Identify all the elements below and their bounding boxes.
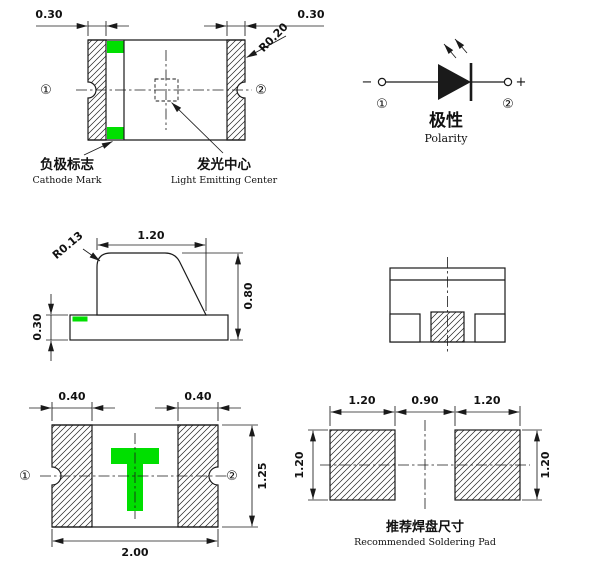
- side-view-base: [69, 314, 229, 341]
- dim-label: 1.20: [539, 451, 552, 478]
- light-center-label-cn: 发光中心: [196, 156, 251, 173]
- pin2-label: ②: [226, 469, 238, 484]
- side-view: 1.20 R0.13 0.80 0.30: [31, 229, 255, 361]
- dim-right-pad: 0.40: [155, 390, 241, 421]
- end-view-right-pad: [474, 313, 506, 343]
- lens-radius-callout: R0.13: [50, 229, 101, 262]
- bottom-left-pad-hatch: [51, 424, 93, 528]
- cathode-mark-label-cn: 负极标志: [40, 156, 94, 173]
- light-emission-arrow-2: [454, 38, 468, 54]
- top-view: 0.30 0.30 R0.20 ① ② 负极标志 Cathode Mark 发光…: [32, 8, 324, 186]
- minus-sign: −: [362, 75, 373, 90]
- terminal-2-node: [503, 77, 513, 87]
- pin2-label: ②: [255, 83, 267, 98]
- bottom-view: ① ② 0.40 0.40 1.25 2.00: [19, 390, 269, 559]
- cathode-mark-callout: 负极标志 Cathode Mark: [32, 141, 113, 186]
- dim-label: 1.25: [256, 462, 269, 489]
- pin2-label: ②: [502, 97, 514, 112]
- dim-label: 0.40: [58, 390, 85, 403]
- dim-label-right-width: 1.20: [473, 394, 500, 407]
- dim-label-left-width: 1.20: [348, 394, 375, 407]
- dim-label: 0.80: [242, 282, 255, 309]
- dim-label-gap: 0.90: [411, 394, 438, 407]
- dim-lens-width: 1.20: [96, 229, 207, 311]
- solder-pad-title-en: Recommended Soldering Pad: [354, 537, 496, 548]
- side-view-cathode-mark: [72, 316, 88, 322]
- dim-label: 0.30: [35, 8, 62, 21]
- dim-left-pad: 0.40: [29, 390, 115, 421]
- cathode-mark-top: [107, 41, 124, 53]
- dim-top-right-cap: 0.30: [204, 8, 325, 36]
- dim-base-thickness: 0.30: [31, 294, 68, 361]
- dim-label: 2.00: [121, 546, 148, 559]
- dim-label: 0.30: [31, 313, 44, 340]
- radius-label: R0.13: [50, 229, 86, 262]
- pin1-label: ①: [19, 469, 31, 484]
- dim-total-height: 0.80: [182, 252, 255, 341]
- plus-sign: +: [516, 75, 527, 90]
- dim-label: 0.30: [297, 8, 324, 21]
- dim-pad-widths: 1.20 0.90 1.20: [329, 394, 521, 426]
- terminal-1-node: [377, 77, 387, 87]
- pin1-label: ①: [376, 97, 388, 112]
- dim-body-width: 2.00: [51, 529, 219, 559]
- polarity-diagram: − + ① ② 极性 Polarity: [362, 38, 527, 145]
- pin1-label: ①: [40, 83, 52, 98]
- polarity-title-en: Polarity: [424, 132, 468, 145]
- dim-label: 0.40: [184, 390, 211, 403]
- dim-left-pad-height: 1.20: [293, 429, 328, 501]
- polarity-title-cn: 极性: [429, 110, 463, 131]
- dim-body-height: 1.25: [222, 424, 269, 528]
- radius-label: R0.20: [256, 20, 291, 55]
- dim-top-left-cap: 0.30: [35, 8, 129, 36]
- cathode-mark-label-en: Cathode Mark: [32, 175, 101, 186]
- dim-label: 1.20: [293, 451, 306, 478]
- dim-right-pad-height: 1.20: [522, 429, 552, 501]
- light-center-label-en: Light Emitting Center: [171, 175, 278, 186]
- end-view: [389, 257, 506, 353]
- led-triangle: [438, 64, 471, 100]
- end-view-left-pad: [389, 313, 421, 343]
- side-view-lens: [96, 252, 207, 316]
- solder-pad-layout: 1.20 0.90 1.20 1.20 1.20 推荐焊盘尺寸 Recommen…: [293, 394, 552, 548]
- light-center-callout: 发光中心 Light Emitting Center: [171, 102, 278, 186]
- cathode-mark-bottom: [107, 127, 124, 139]
- dim-label: 1.20: [137, 229, 164, 242]
- light-emission-arrow-1: [443, 43, 457, 59]
- solder-pad-title-cn: 推荐焊盘尺寸: [386, 519, 464, 535]
